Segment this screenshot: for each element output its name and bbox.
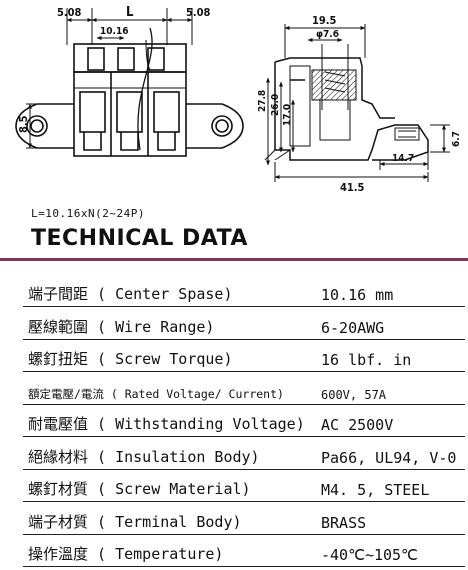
spec-label: 螺釘材質 ( Screw Material) (28, 480, 251, 498)
spec-row-screw-torque: 螺釘扭矩 ( Screw Torque) 16 lbf. in (23, 342, 465, 372)
spec-label: 額定電壓/電流 ( Rated Voltage/ Current) (28, 386, 284, 401)
section-title: TECHNICAL DATA (31, 226, 248, 251)
spec-label: 絕緣材料 ( Insulation Body) (28, 447, 260, 466)
dim-height-b: 26.0 (270, 94, 281, 116)
spec-row-withstanding-voltage: 耐電壓值 ( Withstanding Voltage) AC 2500V (23, 407, 465, 437)
spec-label: 螺釘扭矩 ( Screw Torque) (28, 350, 233, 368)
side-view (264, 24, 450, 182)
dim-pitch: 10.16 (100, 26, 128, 37)
technical-drawing: 5.08 L 5.08 10.16 8.5 (15, 5, 462, 194)
spec-value: 6-20AWG (321, 318, 385, 337)
spec-value: Pa66, UL94, V-0 (321, 448, 457, 467)
spec-value: AC 2500V (321, 416, 394, 434)
spec-value: 600V, 57A (321, 387, 387, 402)
spec-row-temperature: 操作溫度 ( Temperature) -40℃~105℃ (23, 537, 465, 567)
dim-left-pitch: 5.08 (57, 6, 82, 19)
spec-label: 端子材質 ( Terminal Body) (28, 512, 242, 531)
dim-right-height: 6.7 (451, 131, 462, 147)
spec-label: 端子間距 ( Center Spase) (28, 285, 233, 303)
dim-right-pitch: 5.08 (186, 6, 211, 19)
spec-table: 端子間距 ( Center Spase) 10.16 mm 壓線範圍 ( Wir… (23, 277, 465, 570)
front-view (15, 8, 244, 157)
spec-row-screw-material: 螺釘材質 ( Screw Material) M4. 5, STEEL (23, 472, 465, 502)
spec-row-insulation-body: 絕緣材料 ( Insulation Body) Pa66, UL94, V-0 (23, 440, 465, 470)
spec-value: BRASS (321, 513, 367, 532)
spec-value: 10.16 mm (321, 286, 394, 304)
spec-row-wire-range: 壓線範圍 ( Wire Range) 6-20AWG (23, 310, 465, 340)
dim-total-width: 41.5 (340, 181, 365, 194)
dim-height-a: 27.8 (257, 90, 268, 112)
spec-row-terminal-body: 端子材質 ( Terminal Body) BRASS (23, 505, 465, 535)
spec-label: 操作溫度 ( Temperature) (28, 545, 224, 563)
spec-row-center-spacing: 端子間距 ( Center Spase) 10.16 mm (23, 277, 465, 307)
dim-top-width: 19.5 (312, 14, 337, 27)
spec-label: 壓線範圍 ( Wire Range) (28, 317, 215, 336)
spec-label: 耐電壓值 ( Withstanding Voltage) (28, 415, 305, 433)
pitch-formula: L=10.16xN(2~24P) (31, 207, 145, 220)
title-divider (0, 258, 468, 261)
dim-hole-dia: φ7.6 (316, 29, 339, 40)
datasheet-page: 5.08 L 5.08 10.16 8.5 (0, 5, 468, 567)
spec-row-rated-voltage: 額定電壓/電流 ( Rated Voltage/ Current) 600V, … (23, 375, 465, 405)
dim-height-front: 8.5 (17, 115, 30, 133)
dim-L: L (126, 5, 134, 20)
spec-value: -40℃~105℃ (321, 546, 418, 564)
spec-value: 16 lbf. in (321, 351, 412, 369)
spec-value: M4. 5, STEEL (321, 481, 430, 499)
dim-small-width: 14.7 (392, 153, 414, 164)
dim-height-c: 17.0 (282, 104, 293, 126)
